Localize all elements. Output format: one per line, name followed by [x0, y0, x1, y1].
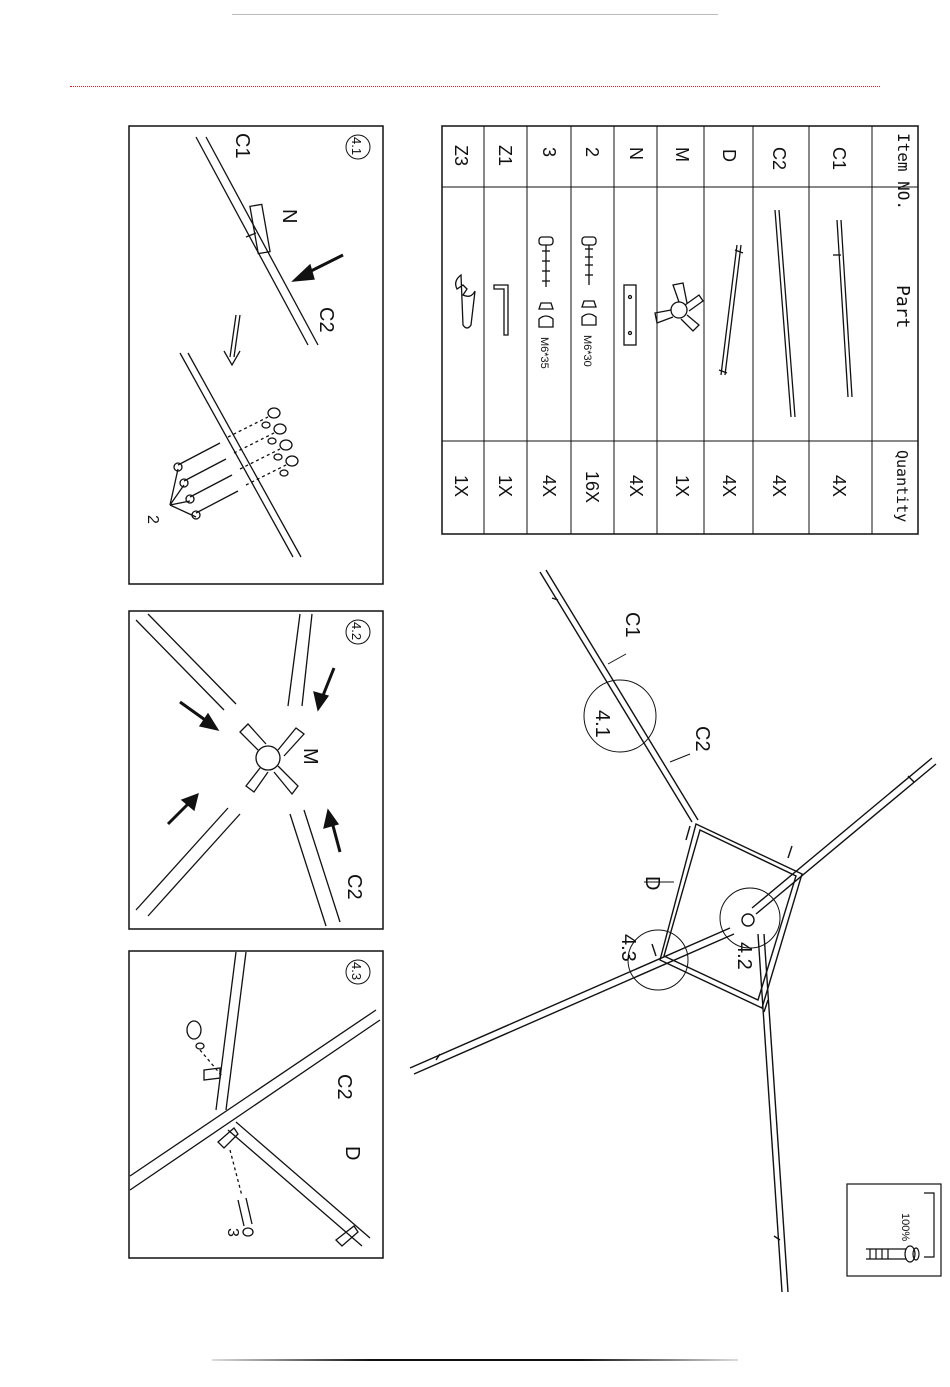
part-m-connector — [655, 283, 703, 331]
overview-callout-4-1: 4.1 — [591, 710, 613, 738]
header-dotted-rule — [70, 86, 880, 87]
panel-4-2-badge: 4.2 — [349, 622, 364, 640]
scale-box: 100% — [846, 1183, 942, 1277]
item-n: N — [626, 147, 646, 160]
item-c1: C1 — [829, 147, 849, 170]
panel-4-1-label-c1: C1 — [231, 133, 253, 159]
item-z3: Z3 — [451, 145, 471, 166]
header-quantity: Quantity — [893, 450, 911, 522]
top-rule — [232, 14, 718, 15]
panel-4-2-label-m: M — [299, 748, 321, 765]
part-n-plate — [624, 285, 636, 345]
item-c2: C2 — [769, 147, 789, 170]
scale-label: 100% — [899, 1213, 911, 1241]
panel-4-2-label-c2: C2 — [343, 874, 365, 900]
overview-label-d: D — [641, 876, 663, 890]
parts-table: Item NO. Part Quantity C1 C2 D M N 2 3 Z… — [441, 125, 919, 535]
part-z3-wrench — [456, 275, 475, 328]
overview-label-c2: C2 — [691, 726, 713, 752]
item-d: D — [719, 149, 739, 162]
qty-z1: 1X — [495, 475, 515, 497]
part-d-pole — [719, 245, 743, 375]
header-item-no: Item NO. — [894, 133, 913, 210]
overview-label-c1: C1 — [621, 612, 643, 638]
overview-callout-4-3: 4.3 — [617, 934, 639, 962]
panel-4-1: 4.1 C1 N C2 2 — [128, 125, 384, 585]
item-m: M — [672, 147, 692, 162]
item-2: 2 — [582, 147, 602, 157]
panel-4-1-label-2: 2 — [144, 515, 161, 524]
panel-4-2: 4.2 M C2 — [128, 610, 384, 930]
qty-m: 1X — [672, 475, 692, 497]
qty-2: 16X — [582, 471, 602, 503]
header-part: Part — [892, 285, 913, 328]
part-2-bolt — [582, 237, 596, 325]
bolt-label-m6x35: M6*35 — [538, 337, 550, 369]
bottom-rule — [212, 1359, 738, 1361]
item-z1: Z1 — [495, 145, 515, 166]
panel-4-3: 4.3 C2 D 3 — [128, 950, 384, 1260]
qty-c1: 4X — [829, 475, 849, 497]
panel-4-1-badge: 4.1 — [349, 137, 364, 155]
qty-d: 4X — [719, 475, 739, 497]
panel-4-1-label-c2: C2 — [315, 307, 337, 333]
part-c1-pole — [833, 220, 852, 397]
panel-4-3-badge: 4.3 — [349, 962, 364, 980]
panel-4-3-label-c2: C2 — [333, 1074, 355, 1100]
overview-callout-4-2: 4.2 — [733, 942, 755, 970]
bolt-label-m6x30: M6*30 — [581, 335, 593, 367]
qty-z3: 1X — [451, 475, 471, 497]
panel-4-3-label-d: D — [341, 1146, 363, 1160]
part-3-bolt — [539, 237, 553, 327]
item-3: 3 — [539, 147, 559, 157]
qty-3: 4X — [539, 475, 559, 497]
qty-n: 4X — [626, 475, 646, 497]
part-z1-allen-key — [494, 285, 508, 335]
panel-4-3-label-3: 3 — [224, 1228, 241, 1237]
part-c2-pole — [775, 210, 795, 417]
panel-4-1-label-n: N — [278, 209, 300, 223]
qty-c2: 4X — [769, 475, 789, 497]
